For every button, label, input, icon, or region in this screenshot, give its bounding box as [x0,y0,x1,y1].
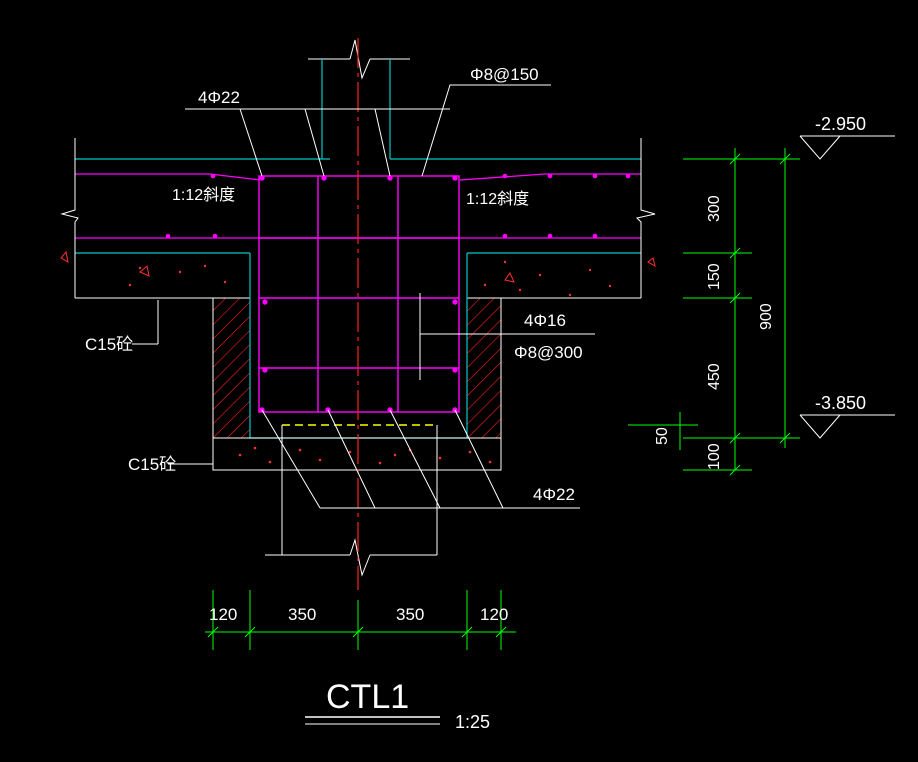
concrete-cushion [212,424,502,577]
label-bottom-rebar: 4Φ22 [533,485,575,504]
annotations: 4Φ22 Φ8@150 1:12斜度 1:12斜度 4Φ16 Φ8@300 C1… [85,65,583,504]
dim-h-120-left: 120 [209,605,237,624]
label-side-stirrup: Φ8@300 [514,343,583,362]
title-block: CTL1 1:25 [305,678,490,732]
dim-h-350-right: 350 [396,605,424,624]
label-top-rebar: 4Φ22 [198,88,240,107]
slab-concrete-fill [60,250,656,297]
dim-h-350-left: 350 [288,605,316,624]
drawing-scale: 1:25 [455,712,490,732]
label-side-rebar: 4Φ16 [524,311,566,330]
dim-300: 300 [706,195,723,222]
vertical-dimension-text: 300 150 450 100 50 900 [654,195,775,470]
dim-h-120-right: 120 [480,605,508,624]
dim-100: 100 [706,443,723,470]
horizontal-dimensions [205,590,516,650]
elevation-markers [799,135,895,439]
label-slope-left: 1:12斜度 [172,186,235,204]
dim-900: 900 [758,303,775,330]
drawing-title: CTL1 [326,678,409,716]
elevation-bottom: -3.850 [815,393,866,413]
dim-450: 450 [706,363,723,390]
label-slope-right: 1:12斜度 [466,190,529,208]
leader-lines [132,84,595,509]
dim-150: 150 [706,263,723,290]
label-concrete-lower: C15砼 [128,455,176,474]
dim-50: 50 [654,427,671,445]
label-concrete-upper: C15砼 [85,335,133,354]
horizontal-dimension-text: 120 350 350 120 [209,605,508,624]
vertical-dimensions [628,148,800,476]
column-stub [308,39,410,159]
brick-walls [212,297,502,439]
elevation-top: -2.950 [815,114,866,134]
label-stirrup-top: Φ8@150 [470,65,539,84]
